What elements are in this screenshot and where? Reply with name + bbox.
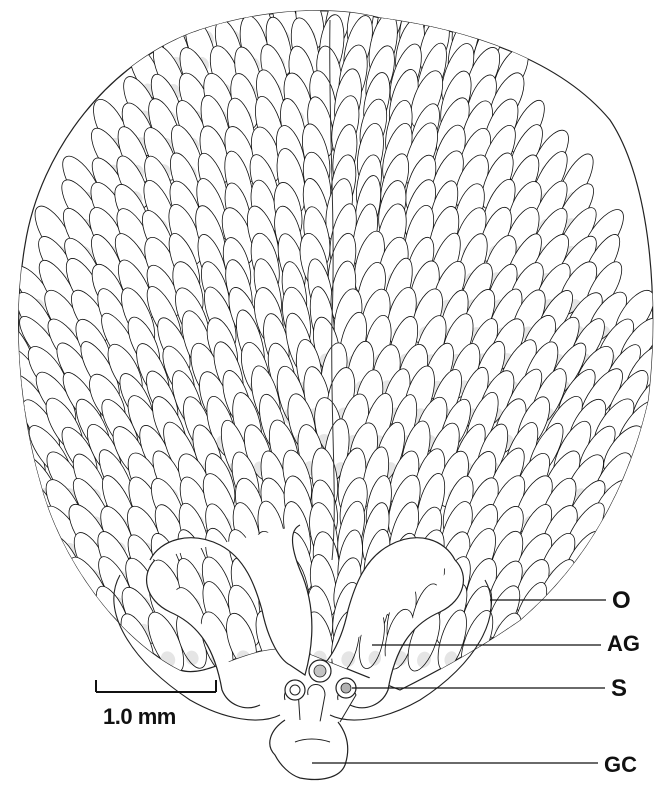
genital-chamber (270, 720, 348, 779)
oocyte (530, 609, 578, 671)
oocyte-shading (519, 622, 537, 642)
oocyte (13, 526, 64, 590)
oocyte (0, 475, 44, 537)
oocyte-shading (11, 512, 30, 532)
oocyte-shading (568, 621, 588, 641)
oocyte-shading (261, 649, 279, 668)
oocyte-shading (569, 568, 589, 589)
oocyte-shading (59, 567, 77, 586)
oocyte-shading (597, 567, 615, 586)
oocyte-shading (543, 648, 561, 667)
oocyte (555, 608, 608, 676)
oocyte (37, 580, 90, 647)
oocyte-shading (1, 403, 21, 423)
oocyte-shading (492, 649, 510, 668)
oocyte-shading (622, 512, 641, 532)
oocyte-shading (59, 594, 78, 613)
oocyte-shading (0, 459, 16, 480)
oocyte-shading (543, 595, 562, 615)
oocyte (62, 611, 112, 674)
oocyte-shading (10, 431, 29, 450)
scale-bar (96, 680, 216, 692)
label-spermatheca: S (611, 677, 627, 701)
label-genital-chamber: GC (604, 754, 637, 776)
spermathecae (284, 660, 356, 722)
label-accessory-gland: AG (607, 633, 640, 655)
oocyte-shading (621, 486, 640, 506)
oocyte (0, 418, 30, 485)
oocyte-shading (35, 540, 55, 561)
oocyte-shading (517, 649, 536, 669)
oocyte-shading (57, 621, 77, 641)
oocyte-shading (542, 620, 562, 640)
oocyte-shading (33, 567, 52, 586)
oocyte-shading (10, 486, 31, 507)
oocyte-shading (107, 649, 127, 670)
oocyte-shading (83, 621, 101, 640)
oocyte-shading (635, 458, 655, 478)
oocyte-shading (596, 540, 616, 561)
oocyte-shading (567, 648, 587, 669)
oocyte-shading (570, 594, 589, 614)
oocyte-shading (82, 648, 100, 667)
scale-bar-label: 1.0 mm (103, 706, 176, 728)
label-oocyte: O (612, 589, 631, 613)
oocyte (555, 581, 607, 647)
